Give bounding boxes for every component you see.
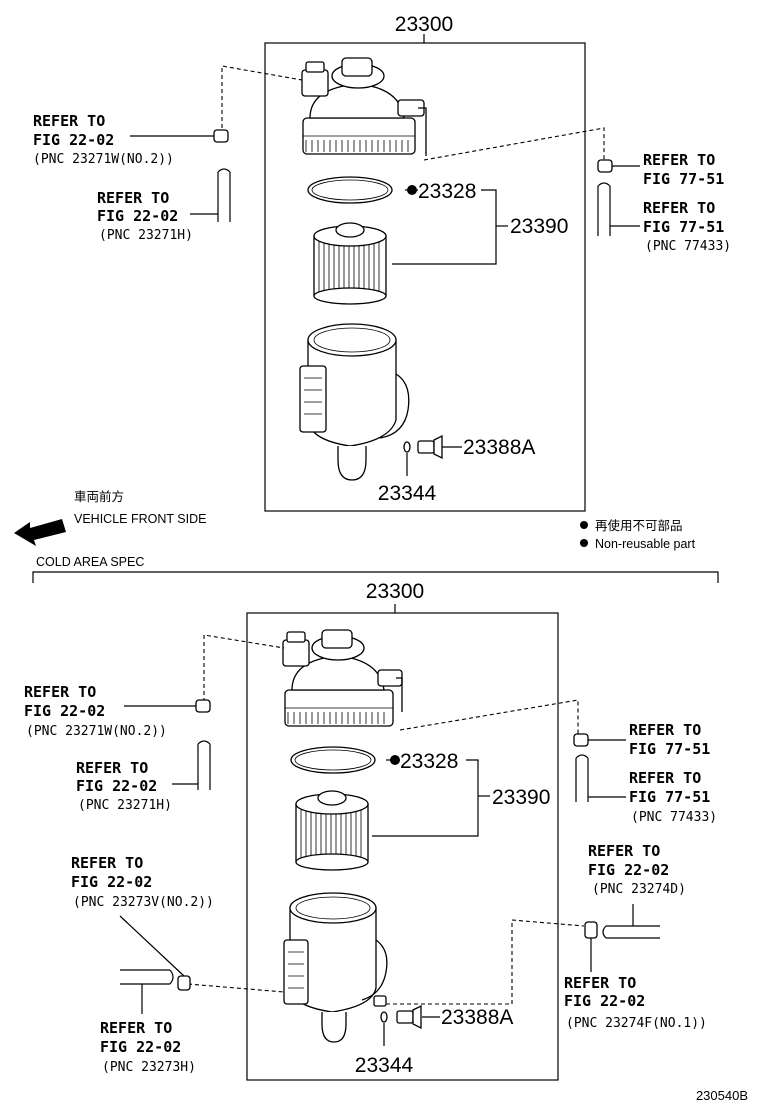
top-filter-bowl	[299, 323, 410, 481]
top-part-23328[interactable]: 23328	[418, 180, 476, 203]
cold-area-bracket: COLD AREA SPEC	[32, 555, 719, 583]
bottom-ref-1-line1[interactable]: REFER TO	[24, 683, 96, 701]
bottom-o-ring	[290, 746, 376, 774]
top-ref-4-line2[interactable]: FIG 77-51	[643, 218, 724, 236]
top-ref-2-line2[interactable]: FIG 22-02	[97, 207, 178, 225]
bottom-ref-3-line2[interactable]: FIG 77-51	[629, 740, 710, 758]
bottom-section: 23300	[24, 580, 717, 1081]
bottom-ref-2-line1[interactable]: REFER TO	[76, 759, 148, 777]
nonreusable-label-jp: 再使用不可部品	[595, 518, 683, 533]
bottom-drain-plug	[396, 1004, 422, 1030]
top-ref-3-line2[interactable]: FIG 77-51	[643, 170, 724, 188]
top-gasket	[403, 441, 411, 453]
legend: 車両前方 VEHICLE FRONT SIDE 再使用不可部品 Non-reus…	[14, 489, 696, 551]
bottom-nonreusable-dot	[390, 755, 400, 765]
nonreusable-label-en: Non-reusable part	[595, 537, 696, 551]
bottom-ref-4-line1[interactable]: REFER TO	[629, 769, 701, 787]
bottom-ref-5-pnc: (PNC 23274D)	[592, 882, 686, 897]
bottom-ref-7-line2[interactable]: FIG 22-02	[564, 992, 645, 1010]
top-o-ring	[307, 176, 393, 204]
bottom-part-23328[interactable]: 23328	[400, 750, 458, 773]
bottom-ref-6-line2[interactable]: FIG 22-02	[71, 873, 152, 891]
bottom-ref-2-pnc: (PNC 23271H)	[78, 798, 172, 813]
bottom-part-23300[interactable]: 23300	[366, 580, 424, 603]
top-ref-4-line1[interactable]: REFER TO	[643, 199, 715, 217]
top-ref-1-pnc: (PNC 23271W(NO.2))	[33, 152, 174, 167]
bottom-part-23390[interactable]: 23390	[492, 786, 550, 809]
bottom-ref-2-line2[interactable]: FIG 22-02	[76, 777, 157, 795]
bottom-ref-1-pnc: (PNC 23271W(NO.2))	[26, 724, 167, 739]
top-ref-2-line1[interactable]: REFER TO	[97, 189, 169, 207]
top-ref-1-line2[interactable]: FIG 22-02	[33, 131, 114, 149]
front-arrow-icon	[14, 519, 66, 546]
figure-code: 230540B	[696, 1088, 748, 1103]
bottom-ref-5-line2[interactable]: FIG 22-02	[588, 861, 669, 879]
bottom-gasket	[380, 1011, 388, 1023]
top-filter-head	[301, 57, 427, 156]
top-ref-1-line1[interactable]: REFER TO	[33, 112, 105, 130]
nonreusable-dot-icon	[580, 521, 588, 529]
top-filter-element	[313, 222, 387, 305]
bottom-ref-4-line2[interactable]: FIG 77-51	[629, 788, 710, 806]
top-ref-4-pnc: (PNC 77433)	[645, 239, 731, 254]
bottom-ref-8-line1[interactable]: REFER TO	[100, 1019, 172, 1037]
top-part-23300[interactable]: 23300	[395, 13, 453, 36]
bottom-ref-8-line2[interactable]: FIG 22-02	[100, 1038, 181, 1056]
nonreusable-dot-icon-2	[580, 539, 588, 547]
bottom-ref-5-line1[interactable]: REFER TO	[588, 842, 660, 860]
bottom-filter-head	[282, 629, 403, 727]
bottom-ref-3-line1[interactable]: REFER TO	[629, 721, 701, 739]
bottom-ref-6-pnc: (PNC 23273V(NO.2))	[73, 895, 214, 910]
direction-label-jp: 車両前方	[74, 489, 124, 504]
bottom-assembly-frame	[246, 612, 559, 1081]
bottom-ref-1-line2[interactable]: FIG 22-02	[24, 702, 105, 720]
top-assembly-frame	[264, 42, 586, 512]
bottom-part-23388A[interactable]: 23388A	[441, 1006, 513, 1029]
bottom-filter-bowl	[283, 892, 388, 1043]
bottom-ref-7-line1[interactable]: REFER TO	[564, 974, 636, 992]
bottom-ref-8-pnc: (PNC 23273H)	[102, 1060, 196, 1075]
top-section: 23300	[33, 13, 731, 512]
top-ref-3-line1[interactable]: REFER TO	[643, 151, 715, 169]
top-drain-plug	[417, 434, 443, 460]
top-nonreusable-dot	[407, 185, 417, 195]
top-ref-2-pnc: (PNC 23271H)	[99, 228, 193, 243]
section-label: COLD AREA SPEC	[36, 555, 144, 569]
bottom-filter-element	[295, 790, 369, 871]
bottom-ref-7-pnc: (PNC 23274F(NO.1))	[566, 1016, 707, 1031]
top-part-23388A[interactable]: 23388A	[463, 436, 535, 459]
direction-label-en: VEHICLE FRONT SIDE	[74, 512, 206, 526]
top-part-23344[interactable]: 23344	[378, 482, 437, 505]
bottom-part-23344[interactable]: 23344	[355, 1054, 414, 1077]
bottom-ref-6-line1[interactable]: REFER TO	[71, 854, 143, 872]
top-part-23390[interactable]: 23390	[510, 215, 568, 238]
bottom-ref-4-pnc: (PNC 77433)	[631, 810, 717, 825]
